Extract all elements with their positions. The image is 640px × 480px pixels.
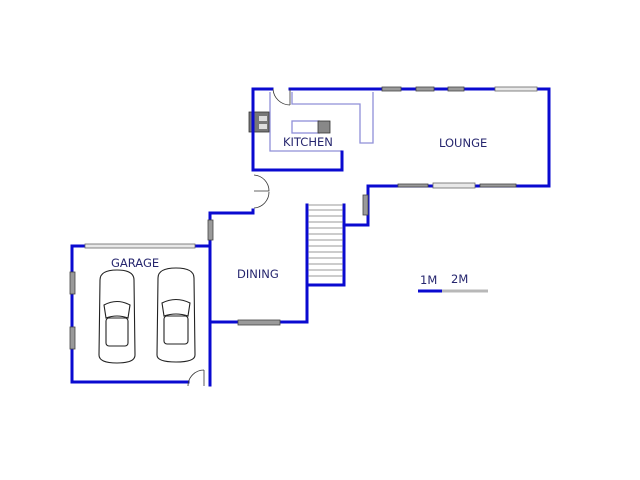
room-label-garage: GARAGE (111, 256, 159, 270)
doors (187, 88, 291, 387)
kitchen-counters (248, 92, 374, 152)
windows (69, 86, 538, 350)
car-left-icon (98, 269, 136, 364)
scale-bar: 1M 2M (418, 272, 488, 293)
room-label-kitchen: KITCHEN (283, 135, 333, 149)
room-label-dining: DINING (237, 267, 279, 281)
car-right-icon (156, 267, 196, 363)
room-label-lounge: LOUNGE (439, 136, 487, 150)
hob-icon (317, 120, 331, 134)
scale-label-1m: 1M (420, 273, 437, 287)
staircase (308, 204, 343, 277)
scale-label-2m: 2M (451, 272, 468, 286)
